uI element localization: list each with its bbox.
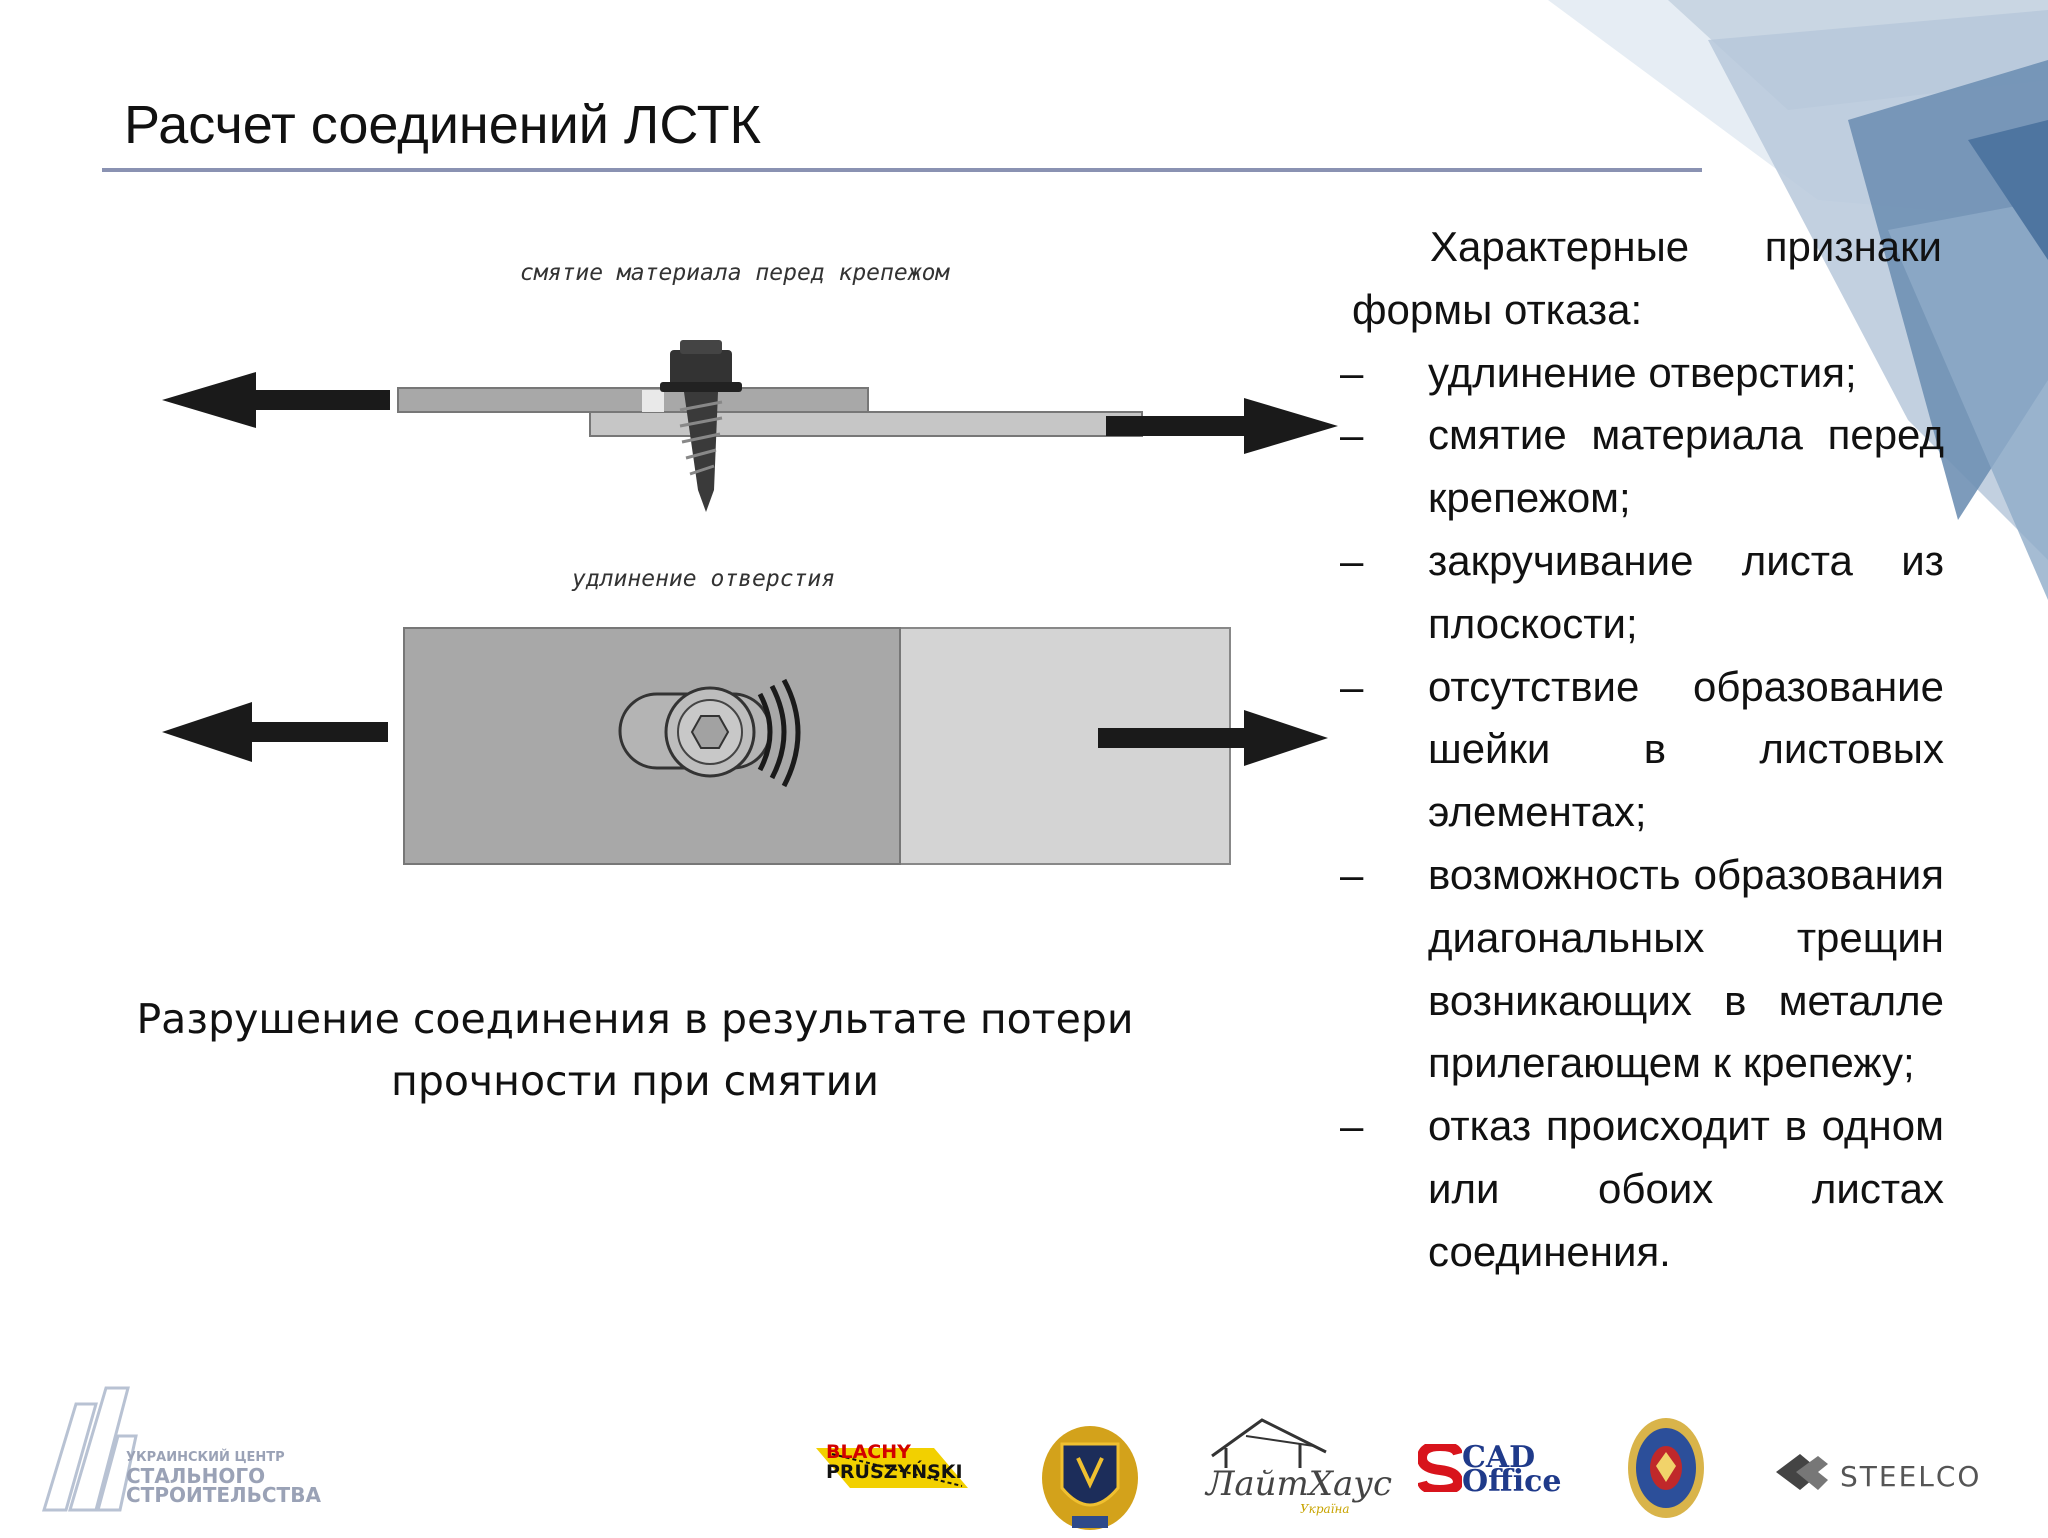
failure-signs-panel: Характерные признаки формы отказа: – удл… [1340,216,1944,1284]
cadoffice-logo-text: CAD Office [1462,1440,1562,1499]
list-item: – возможность образования диагональных т… [1340,844,1944,1095]
diagram-label-bearing: смятие материала перед крепежом [520,260,950,286]
list-item-text: отсутствие образование шейки в листовых … [1428,662,1944,836]
corner-decoration [1548,0,2048,600]
cadoffice-s-icon [1418,1444,1462,1492]
ucss-logo-line-2: СТАЛЬНОГО [126,1464,266,1488]
ucss-logo-line-1: УКРАИНСКИЙ ЦЕНТР [126,1450,285,1465]
dash-marker: – [1340,1102,1364,1150]
emblem-seal-logo [1628,1418,1704,1518]
ucss-logo-line-3: СТРОИТЕЛЬСТВА [126,1483,321,1507]
failure-signs-intro: Характерные признаки [1430,223,1942,270]
steelco-logo-text: STEELCO [1840,1460,1982,1493]
list-item-text: смятие материала перед крепежом; [1428,411,1944,522]
title-divider [102,168,1702,172]
dash-marker: – [1340,536,1364,584]
diagram-caption: Разрушение соединения в результате потер… [110,988,1160,1112]
lap-joint-plan-view [162,627,1328,865]
slide-title: Расчет соединений ЛСТК [124,95,762,155]
diagram-label-elongation: удлинение отверстия [572,566,836,592]
cadoffice-line-1: CAD [1462,1440,1536,1475]
list-item-text: возможность образования диагональных тре… [1428,850,1944,1087]
failure-signs-intro-2: формы отказа: [1352,285,1643,333]
list-item: – удлинение отверстия; [1340,342,1944,405]
right-arrow-bottom [1098,710,1328,766]
caption-line-2: прочности при смятии [391,1057,879,1105]
blachy-line-2: PRUSZYŃSKI [826,1461,963,1483]
list-item: – отсутствие образование шейки в листовы… [1340,656,1944,844]
blachy-pruszynski-logo-text: BLACHY PRUSZYŃSKI [826,1442,963,1482]
left-arrow-top [162,372,390,428]
dash-marker: – [1340,850,1364,898]
upper-plate [397,387,869,413]
list-item-text: отказ происходит в одном или обоих листа… [1428,1102,1944,1275]
screw [660,340,742,512]
blachy-line-1: BLACHY [826,1441,911,1463]
lap-joint-side-view [162,340,1338,512]
laithaus-logo-text: ЛайтХаус [1206,1464,1393,1504]
lower-plate [589,411,1143,437]
steelco-emblem-icon [1776,1454,1828,1490]
failure-diagram: смятие материала перед крепежом удлинени… [140,240,1360,900]
hex-socket [690,715,730,749]
laithaus-logo-subtitle: Україна [1300,1502,1350,1516]
list-item-text: закручивание листа из плоскости; [1428,536,1944,647]
diagram-graphics [162,340,1338,865]
list-item: – отказ происходит в одном или обоих лис… [1340,1095,1944,1283]
laithaus-house-icon [1211,1418,1327,1468]
list-item: – закручивание листа из плоскости; [1340,530,1944,656]
caption-line-1: Разрушение соединения в результате потер… [136,995,1134,1043]
gap-highlight [642,390,664,412]
dash-marker: – [1340,348,1364,396]
footer-logos: УКРАИНСКИЙ ЦЕНТР СТАЛЬНОГО СТРОИТЕЛЬСТВА… [0,1380,2048,1536]
right-arrow-top [1106,398,1338,454]
list-item-text: удлинение отверстия; [1428,348,1857,396]
list-item: – смятие материала перед крепежом; [1340,404,1944,530]
ucss-logo-text: УКРАИНСКИЙ ЦЕНТР СТАЛЬНОГО СТРОИТЕЛЬСТВА [126,1448,321,1505]
left-arrow-bottom [162,702,388,762]
blachy-pruszynski-logo [816,1448,968,1488]
university-crest-logo [1042,1426,1138,1530]
cadoffice-line-2: Office [1462,1464,1562,1499]
dash-marker: – [1340,411,1364,459]
failure-signs-list: – удлинение отверстия; – смятие материал… [1340,342,1944,1284]
deformation-lines [757,678,801,788]
ucss-logo-icon [41,1386,138,1512]
dash-marker: – [1340,662,1364,710]
